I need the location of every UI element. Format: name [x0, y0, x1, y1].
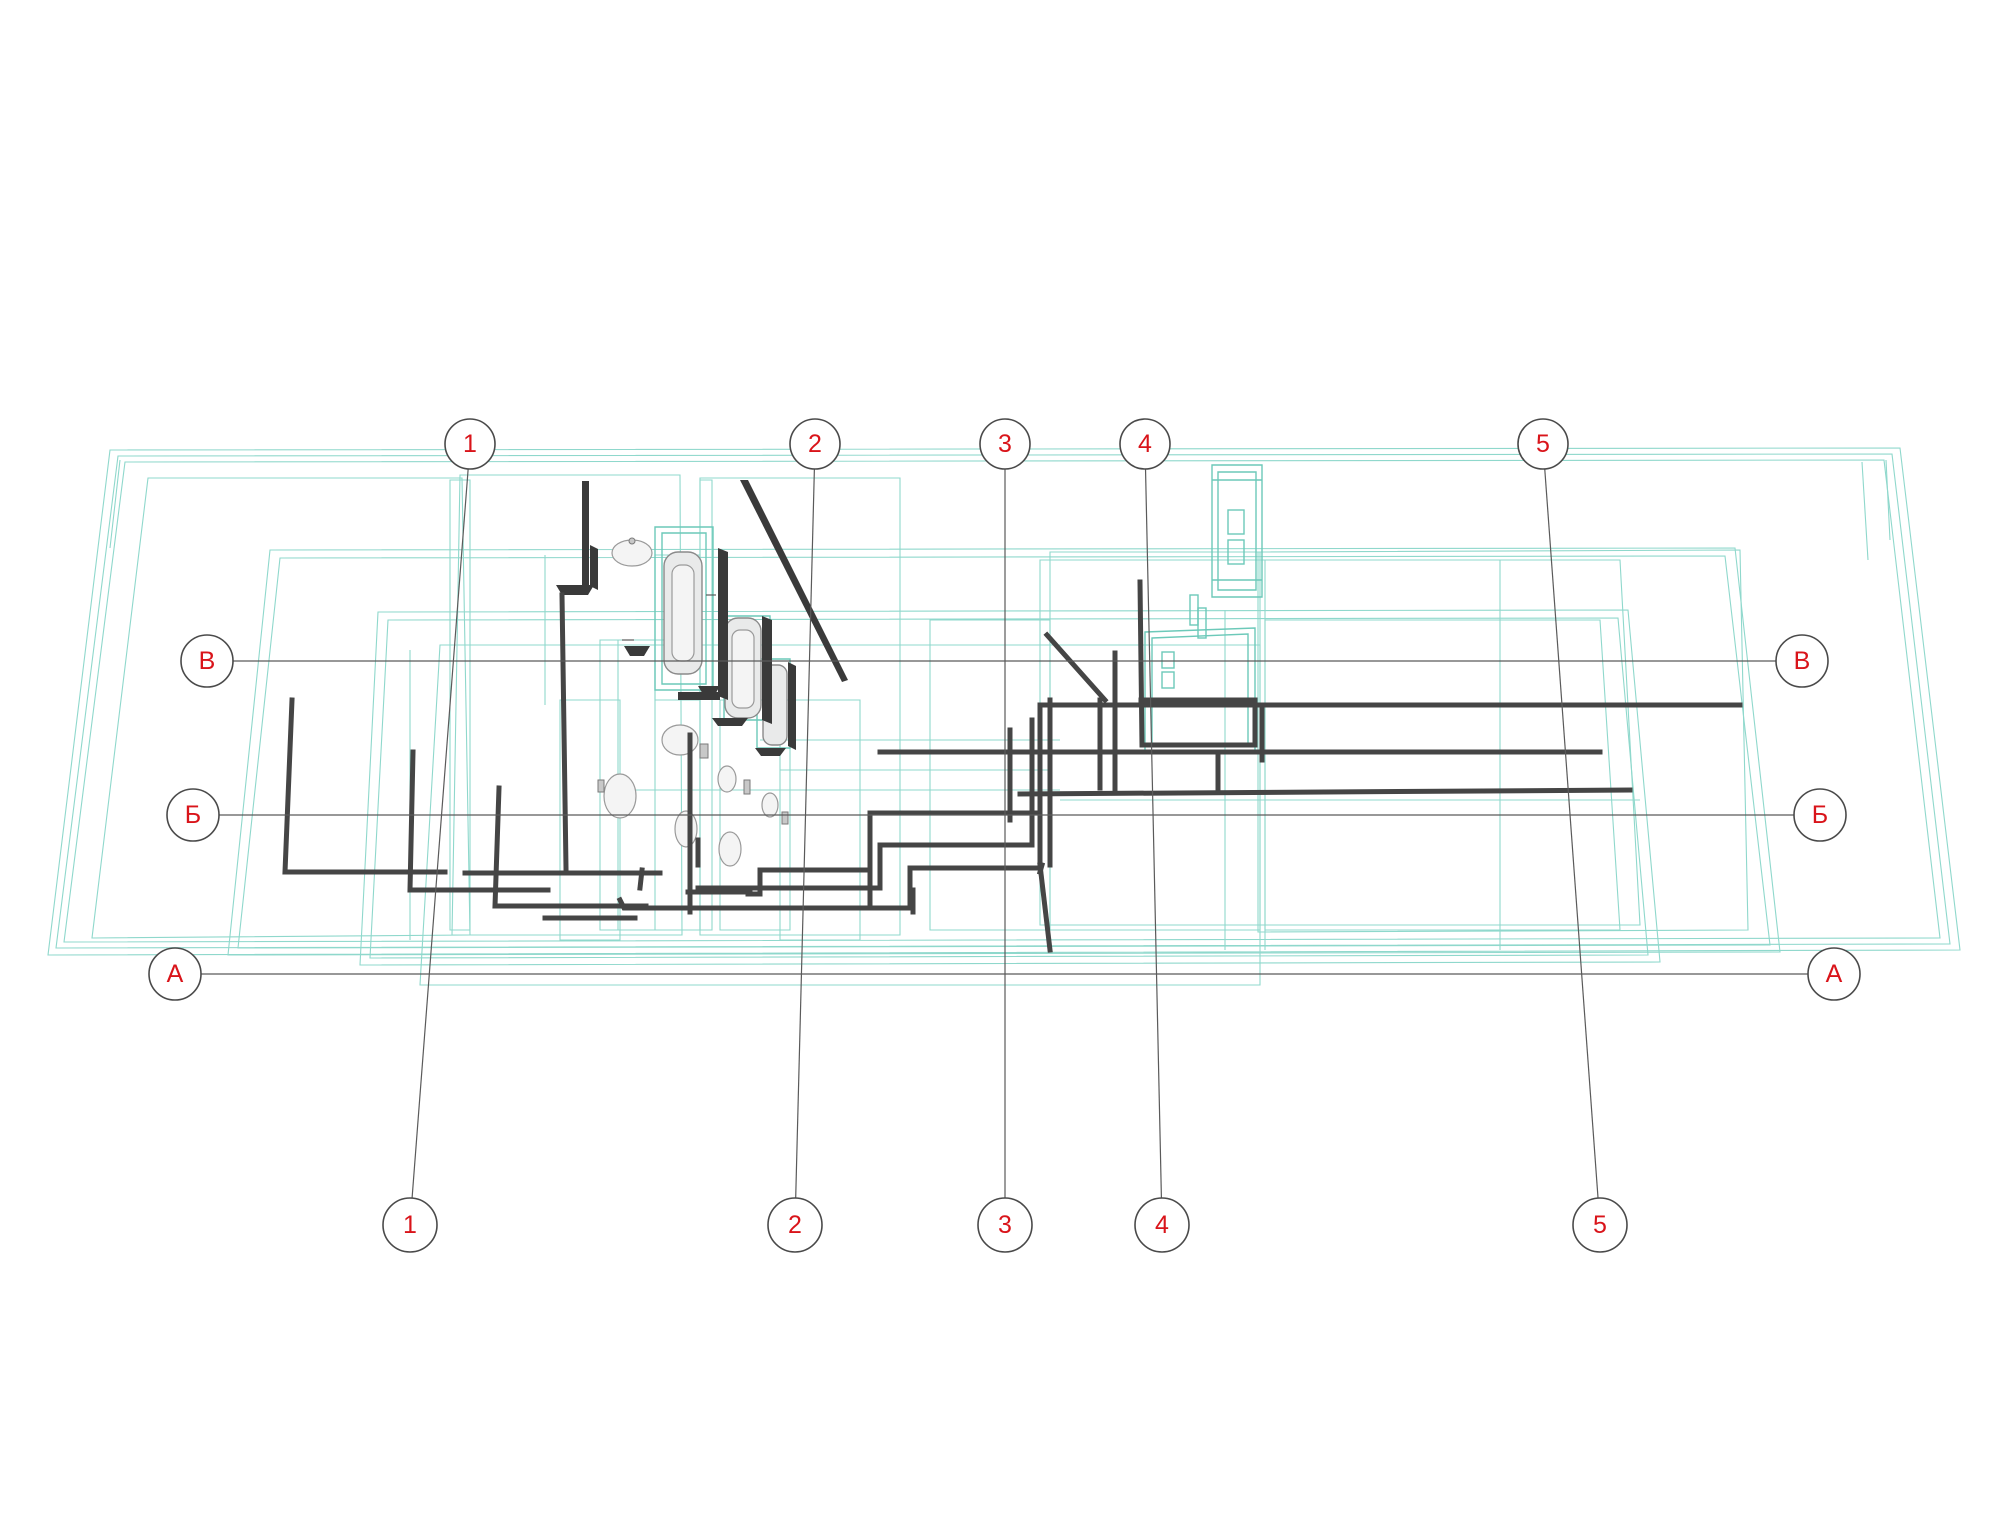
boiler-room-equipment — [1144, 464, 1263, 753]
axis-label: А — [1826, 960, 1843, 988]
axis-marker-b-left: Б — [166, 788, 220, 842]
axis-label: В — [1794, 647, 1811, 675]
washbasin-3 — [603, 773, 637, 819]
axis-marker-4-bottom: 4 — [1134, 1197, 1190, 1253]
axis-marker-5-bottom: 5 — [1572, 1197, 1628, 1253]
axis-label: 3 — [998, 1211, 1012, 1239]
axis-label: 1 — [403, 1211, 417, 1239]
axis-marker-v-right: В — [1775, 634, 1829, 688]
washbasin-5 — [718, 831, 742, 867]
axis-marker-3-top: 3 — [979, 418, 1031, 470]
axis-marker-5-top: 5 — [1517, 418, 1569, 470]
axis-label: 5 — [1593, 1211, 1607, 1239]
axis-label: 3 — [998, 430, 1012, 458]
axis-markers: 1 2 3 4 5 1 2 3 — [148, 418, 1861, 1253]
washbasin-6 — [717, 765, 737, 793]
washbasin-2 — [661, 724, 699, 756]
axis-label: 4 — [1155, 1211, 1169, 1239]
axis-label: 2 — [788, 1211, 802, 1239]
washbasin-4 — [674, 810, 698, 848]
axis-label: В — [199, 647, 216, 675]
axis-label: А — [167, 960, 184, 988]
axis-label: 4 — [1138, 430, 1152, 458]
building-walls — [47, 447, 1961, 986]
axis-label: 5 — [1536, 430, 1550, 458]
axis-marker-3-bottom: 3 — [977, 1197, 1033, 1253]
axis-label: 1 — [463, 430, 477, 458]
axis-marker-2-top: 2 — [789, 418, 841, 470]
axis-marker-1-bottom: 1 — [382, 1197, 438, 1253]
washbasin-7 — [761, 792, 779, 818]
axis-marker-a-right: А — [1807, 947, 1861, 1001]
axis-marker-a-left: А — [148, 947, 202, 1001]
pipe-network — [282, 480, 1743, 953]
axis-marker-4-top: 4 — [1119, 418, 1171, 470]
axis-label: 2 — [808, 430, 822, 458]
axis-label: Б — [185, 801, 201, 829]
axis-marker-b-right: Б — [1793, 788, 1847, 842]
axis-marker-1-top: 1 — [444, 418, 496, 470]
grid-axis-lines — [201, 444, 1832, 1226]
axis-label: Б — [1812, 801, 1828, 829]
axis-marker-v-left: В — [180, 634, 234, 688]
axis-marker-2-bottom: 2 — [767, 1197, 823, 1253]
